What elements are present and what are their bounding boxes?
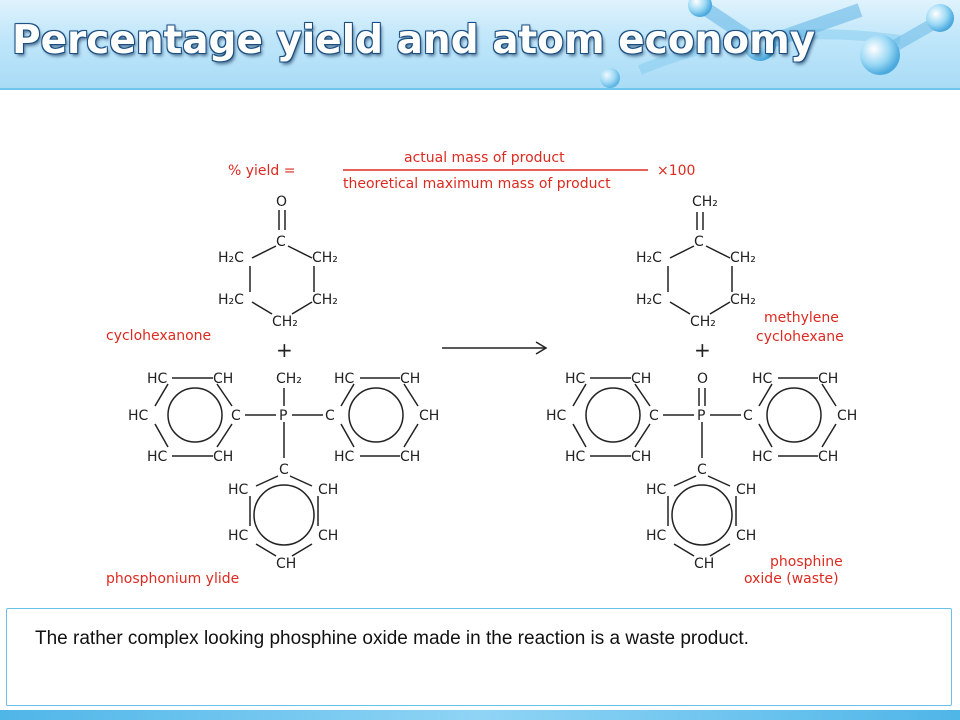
atom-ch2: CH₂ [312, 250, 338, 266]
atom-hc: HC [147, 449, 168, 465]
atom-ch2: CH₂ [730, 250, 756, 266]
atom-hc: HC [752, 449, 773, 465]
atom-h2c: H₂C [218, 292, 244, 308]
caption-box: The rather complex looking phosphine oxi… [6, 608, 952, 706]
atom-ch: CH [736, 528, 756, 544]
ylide-atoms: HC CH HC C HC CH CH₂ P C HC CH CH HC CH … [128, 371, 439, 572]
methylenecyclohexane-bonds [667, 212, 733, 315]
atom-c: C [325, 408, 335, 424]
cyclohexanone-atoms: O C H₂C CH₂ H₂C CH₂ CH₂ [218, 194, 338, 330]
atom-c: C [697, 462, 707, 478]
atom-p: P [279, 408, 287, 424]
ylide-label: phosphonium ylide [106, 571, 239, 587]
atom-hc: HC [334, 371, 355, 387]
cyclohexanone-structure [249, 210, 315, 315]
atom-ch: CH [818, 449, 838, 465]
oxide-label-line1: phosphine [770, 554, 843, 570]
atom-ch: CH [400, 371, 420, 387]
atom-ch: CH [213, 371, 233, 387]
formula-label: % yield = [228, 163, 296, 179]
atom-ch: CH [318, 528, 338, 544]
atom-ch2: CH₂ [312, 292, 338, 308]
caption-text: The rather complex looking phosphine oxi… [35, 628, 749, 649]
atom-ch: CH [631, 449, 651, 465]
methylenecyclohexane-atoms: CH₂ C H₂C CH₂ H₂C CH₂ CH₂ [636, 194, 756, 330]
oxide-label-line2: oxide (waste) [744, 571, 839, 587]
atom-c: C [279, 462, 289, 478]
atom-o: O [697, 371, 708, 387]
atom-ch: CH [694, 556, 714, 572]
reaction-diagram: % yield = actual mass of product theoret… [106, 150, 857, 587]
atom-hc: HC [646, 482, 667, 498]
atom-ch: CH [631, 371, 651, 387]
atom-hc: HC [646, 528, 667, 544]
atom-h2c: H₂C [636, 250, 662, 266]
slide-title: Percentage yield and atom economy [12, 18, 816, 63]
atom-hc: HC [565, 449, 586, 465]
atom-ch: CH [818, 371, 838, 387]
phosphine-oxide-bonds [572, 377, 837, 557]
molecule-decoration [600, 0, 954, 88]
atom-ch2: CH₂ [272, 314, 298, 330]
atom-p: P [697, 408, 705, 424]
atom-hc: HC [228, 528, 249, 544]
formula-numerator: actual mass of product [404, 150, 565, 166]
atom-hc: HC [228, 482, 249, 498]
phosphine-oxide-atoms: HC CH HC C HC CH O P C HC CH CH HC CH C … [546, 371, 857, 572]
header-divider [0, 88, 960, 90]
atom-ch: CH [736, 482, 756, 498]
plus-sign: + [694, 338, 711, 362]
atom-ch2: CH₂ [730, 292, 756, 308]
plus-sign: + [276, 338, 293, 362]
atom-c: C [694, 234, 704, 250]
atom-hc: HC [752, 371, 773, 387]
formula-multiplier: ×100 [657, 163, 695, 179]
atom-hc: HC [128, 408, 149, 424]
atom-ch: CH [419, 408, 439, 424]
methylene-label-line1: methylene [764, 310, 839, 326]
reaction-arrow [442, 341, 548, 355]
atom-ch2: CH₂ [276, 371, 302, 387]
atom-ch2: CH₂ [690, 314, 716, 330]
methylene-label-line2: cyclohexane [756, 329, 844, 345]
atom-c: C [649, 408, 659, 424]
atom-c: C [231, 408, 241, 424]
atom-h2c: H₂C [636, 292, 662, 308]
atom-ch: CH [400, 449, 420, 465]
atom-ch2: CH₂ [692, 194, 718, 210]
atom-hc: HC [334, 449, 355, 465]
atom-c: C [743, 408, 753, 424]
yield-formula: % yield = actual mass of product theoret… [228, 150, 695, 192]
atom-ch: CH [837, 408, 857, 424]
atom-o: O [276, 194, 287, 210]
atom-ch: CH [318, 482, 338, 498]
formula-denominator: theoretical maximum mass of product [343, 176, 611, 192]
atom-hc: HC [546, 408, 567, 424]
atom-ch: CH [213, 449, 233, 465]
slide-header: Percentage yield and atom economy [0, 0, 960, 88]
atom-h2c: H₂C [218, 250, 244, 266]
atom-ch: CH [276, 556, 296, 572]
cyclohexanone-label: cyclohexanone [106, 328, 211, 344]
ylide-bonds [154, 377, 419, 557]
atom-hc: HC [565, 371, 586, 387]
atom-hc: HC [147, 371, 168, 387]
atom-c: C [276, 234, 286, 250]
footer-bar [0, 710, 960, 720]
